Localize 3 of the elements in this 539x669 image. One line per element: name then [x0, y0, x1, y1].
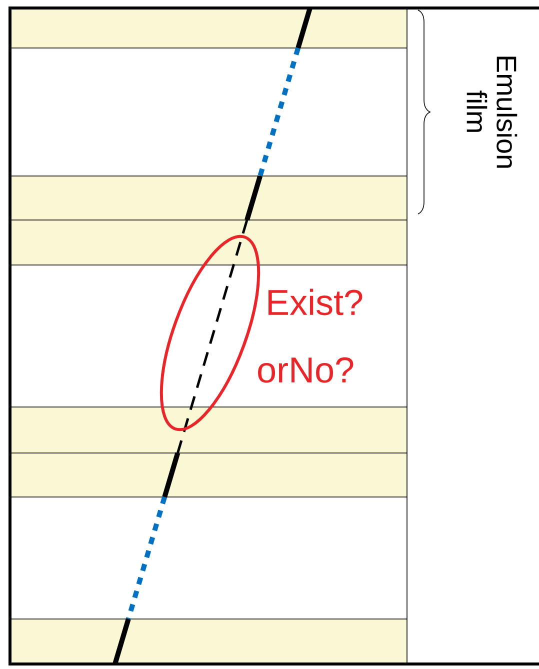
brace-label: Emulsion film: [466, 56, 518, 168]
question-text: orNo?: [258, 357, 354, 383]
question-text: Exist?: [268, 288, 362, 316]
